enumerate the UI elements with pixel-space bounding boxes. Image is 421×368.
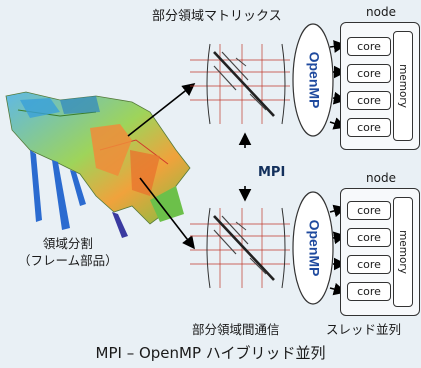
figure-caption: MPI – OpenMP ハイブリッド並列 xyxy=(95,344,326,362)
core-box: core xyxy=(347,201,391,220)
thread-parallel-label: スレッド並列 xyxy=(326,322,402,337)
domain-label-line2: （フレーム部品） xyxy=(18,252,118,268)
core-box: core xyxy=(347,37,391,56)
core-box: core xyxy=(347,255,391,274)
openmp-label-bottom: OpenMP xyxy=(306,220,322,277)
core-box: core xyxy=(347,228,391,247)
matrix-top xyxy=(190,43,290,125)
core-box: core xyxy=(347,282,391,301)
node-box-1: core core core core memory xyxy=(340,22,420,150)
core-box: core xyxy=(347,64,391,83)
openmp-ellipse-top xyxy=(292,23,334,137)
memory-box: memory xyxy=(393,197,413,307)
memory-label: memory xyxy=(397,64,409,108)
matrix-bottom xyxy=(190,207,290,289)
node-title-1: node xyxy=(366,5,396,19)
core-box: core xyxy=(347,91,391,110)
matrix-title: 部分領域マトリックス xyxy=(152,9,282,24)
arrow-to-matrix-bottom xyxy=(139,177,195,250)
node-box-2: core core core core memory xyxy=(340,188,420,316)
arrow-to-matrix-top xyxy=(127,83,196,137)
node-title-2: node xyxy=(366,171,396,185)
domain-label-line1: 領域分割 xyxy=(42,236,93,251)
mpi-label: MPI xyxy=(258,165,286,180)
openmp-ellipse-bottom xyxy=(292,191,334,305)
subdomain-communication-label: 部分領域間通信 xyxy=(192,322,280,337)
memory-label: memory xyxy=(397,230,409,274)
core-box: core xyxy=(347,118,391,137)
domain-decomposition-label: 領域分割 （フレーム部品） xyxy=(18,236,118,270)
openmp-label-top: OpenMP xyxy=(306,52,322,109)
memory-box: memory xyxy=(393,31,413,141)
frame-part-illustration xyxy=(5,91,191,238)
